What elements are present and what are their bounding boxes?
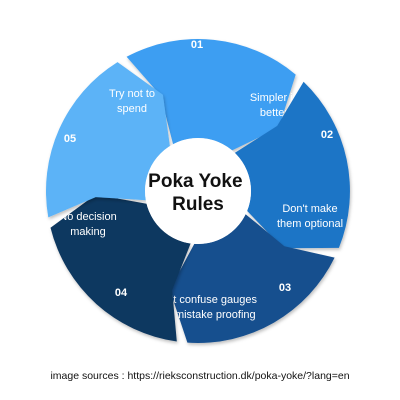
segment-04-label: No decision making: [59, 211, 116, 238]
center-title: Poka Yoke Rules: [148, 171, 248, 215]
segment-04-label-line: No decision: [59, 211, 116, 223]
segment-03-label-line: Don't confuse gauges: [151, 294, 258, 306]
image-source-caption: image sources : https://rieksconstructio…: [50, 370, 350, 382]
center-title-line-2: Rules: [172, 194, 224, 215]
segment-04: [50, 194, 191, 342]
segment-05-label: Try not to spend: [109, 88, 155, 115]
segment-03-label: Don't confuse gauges with mistake proofin…: [151, 294, 258, 321]
segment-03-number: 03: [279, 282, 291, 294]
segment-02-label: Don't make them optional: [277, 203, 343, 230]
segment-02-label-line: Don't make: [282, 203, 337, 215]
segment-05: [45, 62, 170, 218]
segment-01-label-line: better: [260, 107, 288, 119]
segment-02: [234, 81, 350, 249]
segment-04-number: 04: [115, 287, 128, 299]
center-circle: [145, 138, 251, 244]
segment-05-label-line: Try not to: [109, 88, 155, 100]
center-title-line-1: Poka Yoke: [148, 171, 242, 192]
segment-03: [169, 214, 335, 343]
segment-01-label-line: Simpler is: [250, 92, 299, 104]
segment-05-number: 05: [64, 133, 76, 145]
segment-03-label-line: with mistake proofing: [151, 309, 255, 321]
segment-05-label-line: spend: [117, 103, 147, 115]
segment-01: [126, 39, 296, 151]
segment-02-label-line: them optional: [277, 218, 343, 230]
segment-02-number: 02: [321, 129, 333, 141]
segment-01-label: Simpler is better: [250, 92, 299, 119]
segment-01-number: 01: [191, 39, 203, 51]
segment-04-label-line: making: [70, 226, 105, 238]
